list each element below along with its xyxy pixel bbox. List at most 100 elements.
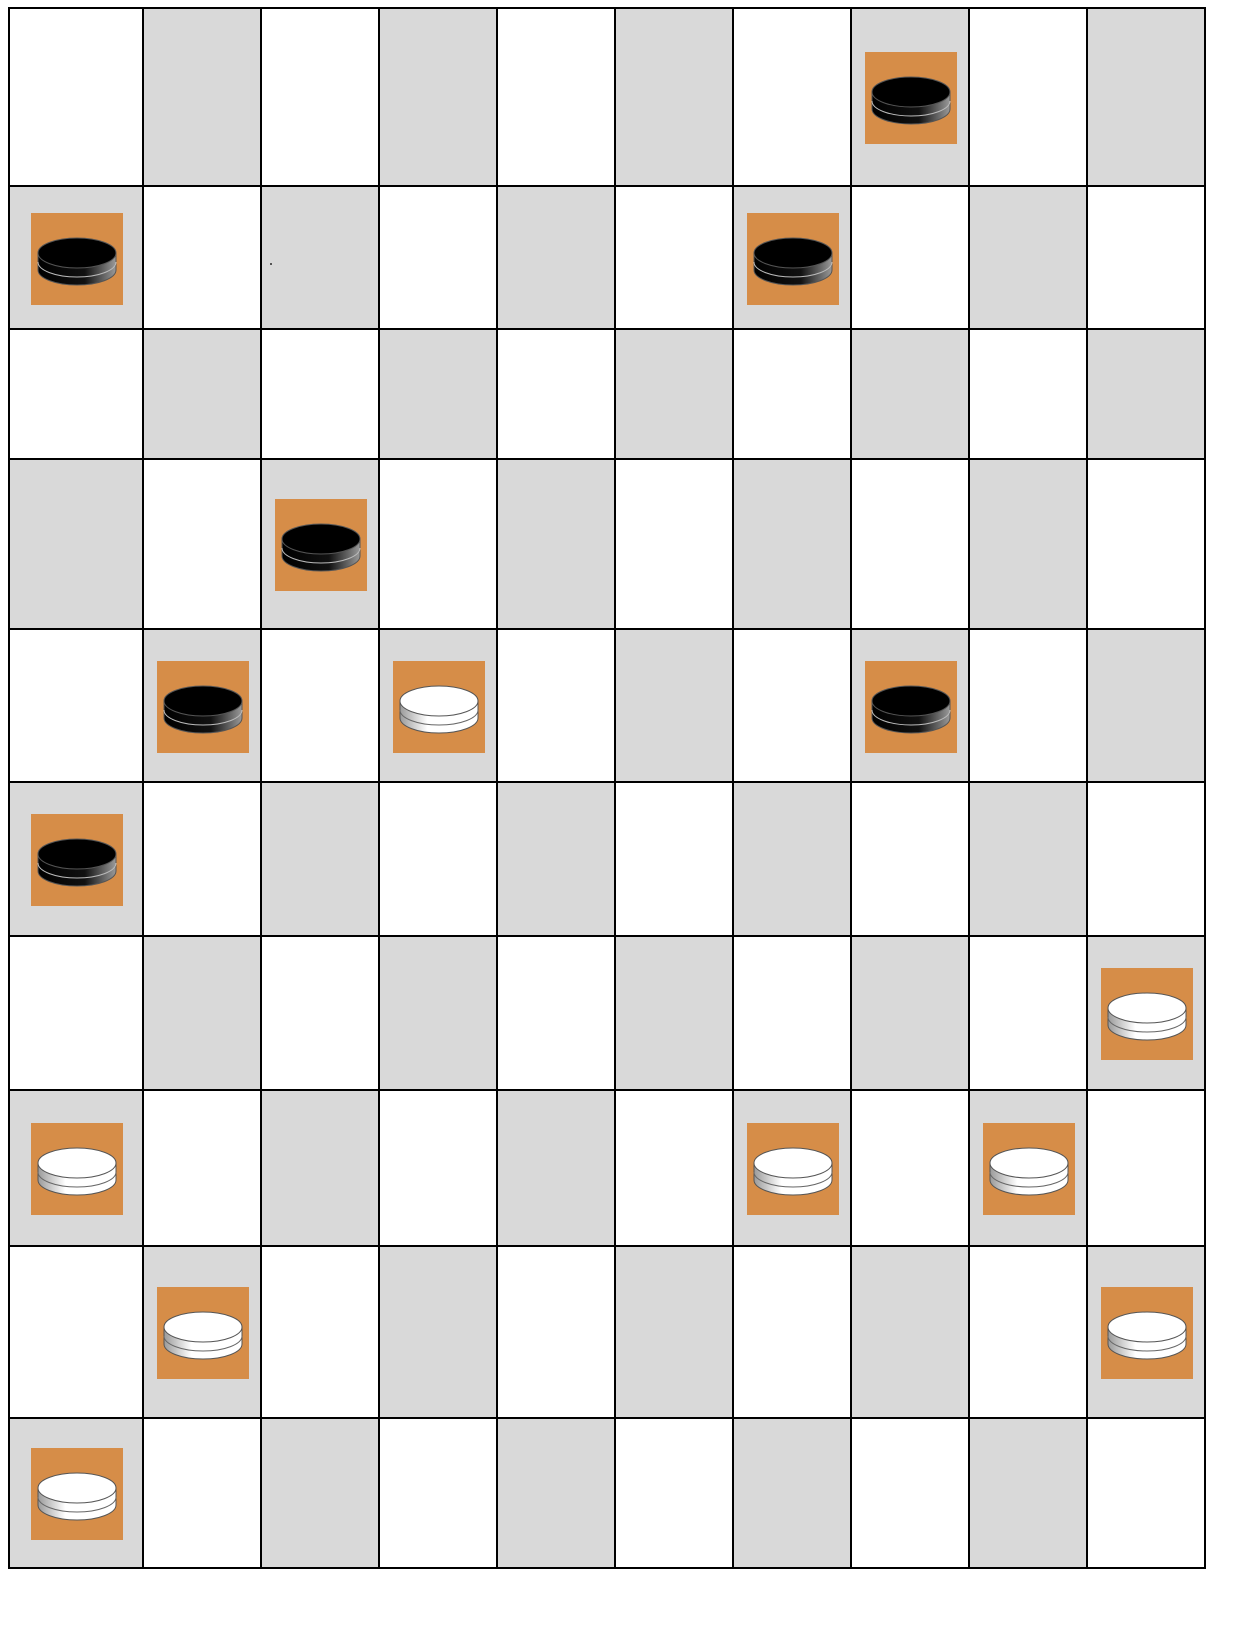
board-square[interactable] [615,459,733,629]
board-square[interactable] [851,459,969,629]
board-square[interactable] [379,329,497,459]
board-square[interactable] [261,186,379,329]
board-square[interactable] [497,459,615,629]
white-checker-piece[interactable] [747,1123,839,1215]
black-checker-piece[interactable] [747,213,839,305]
board-square[interactable] [733,329,851,459]
board-square[interactable] [143,782,261,936]
board-square[interactable] [379,629,497,782]
board-square[interactable] [9,1246,143,1418]
board-square[interactable] [261,629,379,782]
board-square[interactable] [261,782,379,936]
board-square[interactable] [9,186,143,329]
board-square[interactable] [497,8,615,186]
board-square[interactable] [261,329,379,459]
board-square[interactable] [9,936,143,1090]
board-square[interactable] [497,936,615,1090]
white-checker-piece[interactable] [31,1448,123,1540]
board-square[interactable] [733,936,851,1090]
board-square[interactable] [261,1246,379,1418]
black-checker-piece[interactable] [31,814,123,906]
board-square[interactable] [851,1418,969,1568]
board-square[interactable] [733,1246,851,1418]
board-square[interactable] [261,936,379,1090]
black-checker-piece[interactable] [31,213,123,305]
board-square[interactable] [969,782,1087,936]
board-square[interactable] [733,1090,851,1246]
board-square[interactable] [615,782,733,936]
board-square[interactable] [379,459,497,629]
board-square[interactable] [497,329,615,459]
board-square[interactable] [1087,8,1205,186]
board-square[interactable] [379,782,497,936]
board-square[interactable] [615,8,733,186]
board-square[interactable] [379,1090,497,1246]
board-square[interactable] [261,459,379,629]
board-square[interactable] [615,629,733,782]
board-square[interactable] [143,329,261,459]
board-square[interactable] [851,186,969,329]
board-square[interactable] [733,459,851,629]
board-square[interactable] [969,629,1087,782]
board-square[interactable] [9,329,143,459]
board-square[interactable] [143,1246,261,1418]
board-square[interactable] [261,8,379,186]
board-square[interactable] [615,329,733,459]
board-square[interactable] [969,459,1087,629]
board-square[interactable] [261,1418,379,1568]
board-square[interactable] [1087,459,1205,629]
board-square[interactable] [615,936,733,1090]
board-square[interactable] [379,1246,497,1418]
white-checker-piece[interactable] [983,1123,1075,1215]
board-square[interactable] [733,1418,851,1568]
black-checker-piece[interactable] [157,661,249,753]
board-square[interactable] [497,1418,615,1568]
board-square[interactable] [969,8,1087,186]
board-square[interactable] [851,1090,969,1246]
board-square[interactable] [143,1418,261,1568]
board-square[interactable] [851,629,969,782]
board-square[interactable] [9,459,143,629]
board-square[interactable] [1087,936,1205,1090]
board-square[interactable] [9,629,143,782]
board-square[interactable] [143,1090,261,1246]
board-square[interactable] [497,629,615,782]
board-square[interactable] [1087,782,1205,936]
board-square[interactable] [9,8,143,186]
board-square[interactable] [969,1418,1087,1568]
board-square[interactable] [1087,329,1205,459]
board-square[interactable] [1087,1418,1205,1568]
board-square[interactable] [1087,1246,1205,1418]
board-square[interactable] [969,1246,1087,1418]
board-square[interactable] [379,1418,497,1568]
board-square[interactable] [615,186,733,329]
board-square[interactable] [1087,1090,1205,1246]
white-checker-piece[interactable] [1101,1287,1193,1379]
board-square[interactable] [851,8,969,186]
white-checker-piece[interactable] [1101,968,1193,1060]
board-square[interactable] [497,186,615,329]
board-square[interactable] [851,782,969,936]
black-checker-piece[interactable] [865,52,957,144]
board-square[interactable] [733,782,851,936]
black-checker-piece[interactable] [865,661,957,753]
board-square[interactable] [615,1090,733,1246]
board-square[interactable] [969,186,1087,329]
board-square[interactable] [379,936,497,1090]
board-square[interactable] [143,459,261,629]
board-square[interactable] [143,629,261,782]
board-square[interactable] [143,936,261,1090]
board-square[interactable] [851,1246,969,1418]
board-square[interactable] [733,186,851,329]
board-square[interactable] [143,186,261,329]
white-checker-piece[interactable] [31,1123,123,1215]
board-square[interactable] [379,186,497,329]
board-square[interactable] [851,936,969,1090]
board-square[interactable] [497,1090,615,1246]
board-square[interactable] [969,1090,1087,1246]
board-square[interactable] [733,8,851,186]
white-checker-piece[interactable] [157,1287,249,1379]
board-square[interactable] [9,1090,143,1246]
board-square[interactable] [733,629,851,782]
white-checker-piece[interactable] [393,661,485,753]
